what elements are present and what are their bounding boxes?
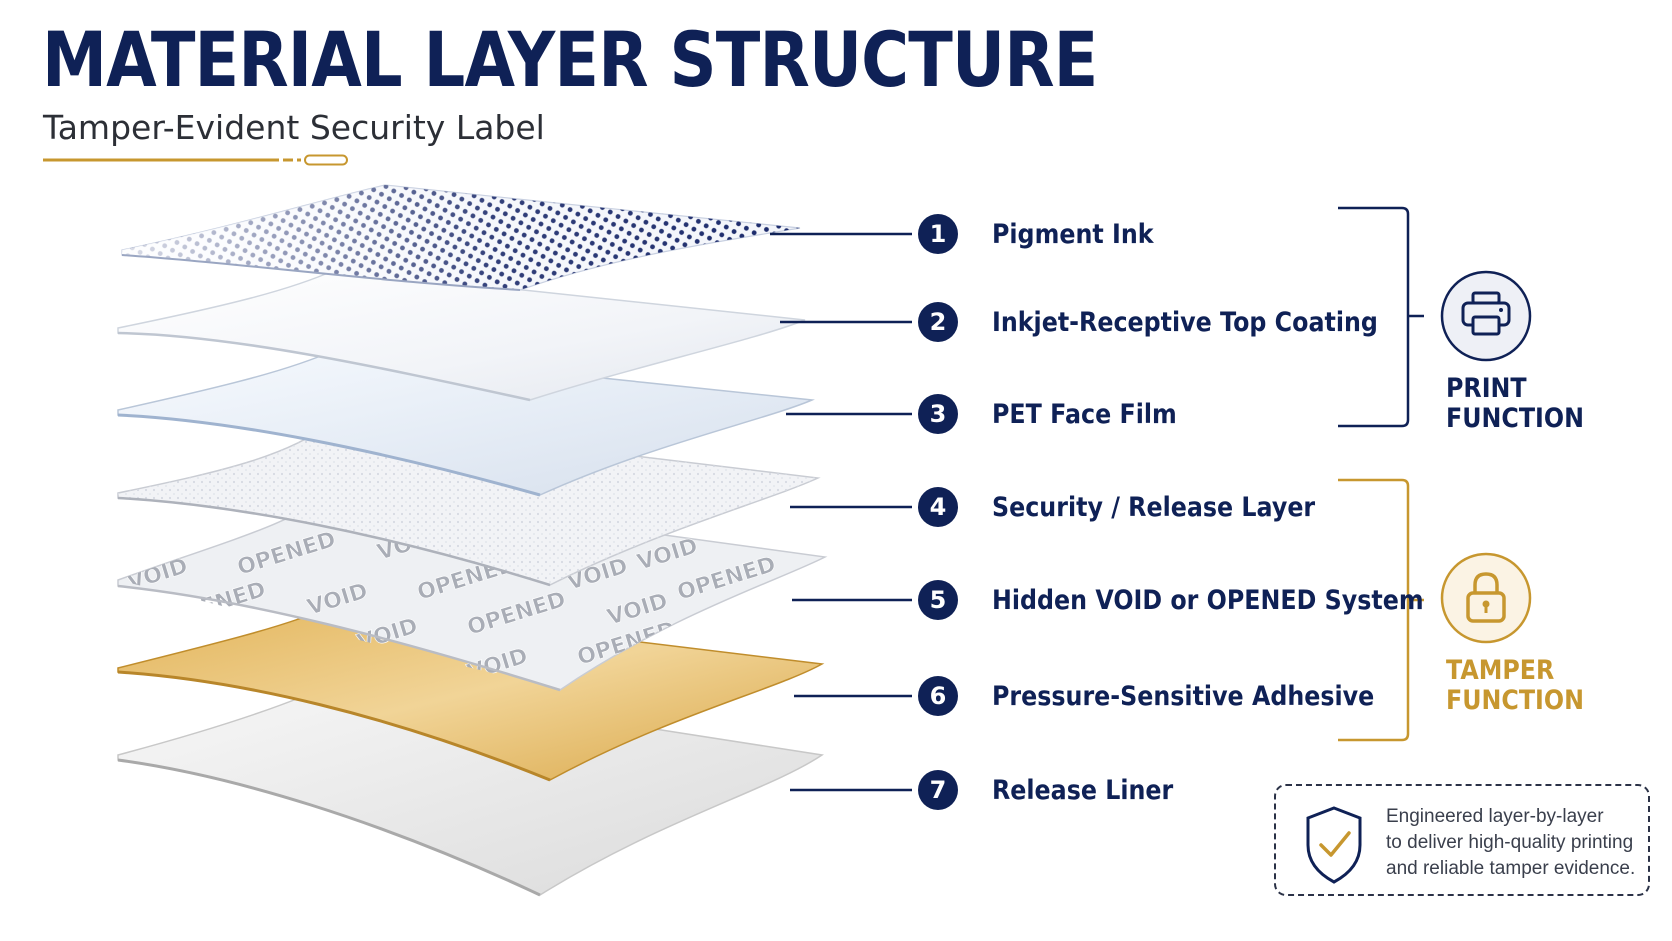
tamper-bracket <box>1338 478 1424 742</box>
page-subtitle: Tamper-Evident Security Label <box>43 108 545 147</box>
print-function-line2: FUNCTION <box>1446 403 1584 435</box>
note-line-2: to deliver high-quality printing <box>1386 832 1634 853</box>
print-bracket <box>1338 206 1424 428</box>
note-text: Engineered layer-by-layer to deliver hig… <box>1386 804 1646 882</box>
note-line-1: Engineered layer-by-layer <box>1386 806 1604 827</box>
layer-5-label: Hidden VOID or OPENED System <box>992 585 1424 616</box>
printer-icon <box>1440 270 1532 362</box>
layer-4-label: Security / Release Layer <box>992 492 1316 523</box>
title-underline <box>43 154 348 166</box>
shield-check-icon <box>1306 806 1362 884</box>
padlock-icon <box>1440 552 1532 644</box>
layer-4-number-badge: 4 <box>918 487 958 527</box>
print-function-title: PRINT FUNCTION <box>1446 373 1584 435</box>
layer-3-label: PET Face Film <box>992 399 1177 430</box>
layer-2-label: Inkjet-Receptive Top Coating <box>992 307 1378 338</box>
layer-1-number-badge: 1 <box>918 214 958 254</box>
layer-6-number-badge: 6 <box>918 676 958 716</box>
note-line-3: and reliable tamper evidence. <box>1386 858 1636 879</box>
layer-5-number-badge: 5 <box>918 580 958 620</box>
tamper-function-title: TAMPER FUNCTION <box>1446 655 1584 717</box>
layer-7-label: Release Liner <box>992 775 1174 806</box>
layer-6-adhesive <box>117 604 825 782</box>
engineering-note-box: Engineered layer-by-layer to deliver hig… <box>1274 784 1650 896</box>
tamper-function-line2: FUNCTION <box>1446 685 1584 717</box>
layer-2-number-badge: 2 <box>918 302 958 342</box>
page-title: MATERIAL LAYER STRUCTURE <box>42 15 1098 104</box>
layer-3-pet-film <box>117 349 815 497</box>
layer-3-number-badge: 3 <box>918 394 958 434</box>
layer-6-label: Pressure-Sensitive Adhesive <box>992 681 1375 712</box>
layer-4-security-release <box>117 419 821 587</box>
tamper-function-line1: TAMPER <box>1446 655 1555 686</box>
leader-lines <box>770 232 912 792</box>
print-function-line1: PRINT <box>1446 373 1527 404</box>
layer-1-label: Pigment Ink <box>992 219 1154 250</box>
layer-7-number-badge: 7 <box>918 770 958 810</box>
layer-2-top-coating <box>117 269 806 402</box>
layer-1-pigment-ink <box>121 184 801 291</box>
